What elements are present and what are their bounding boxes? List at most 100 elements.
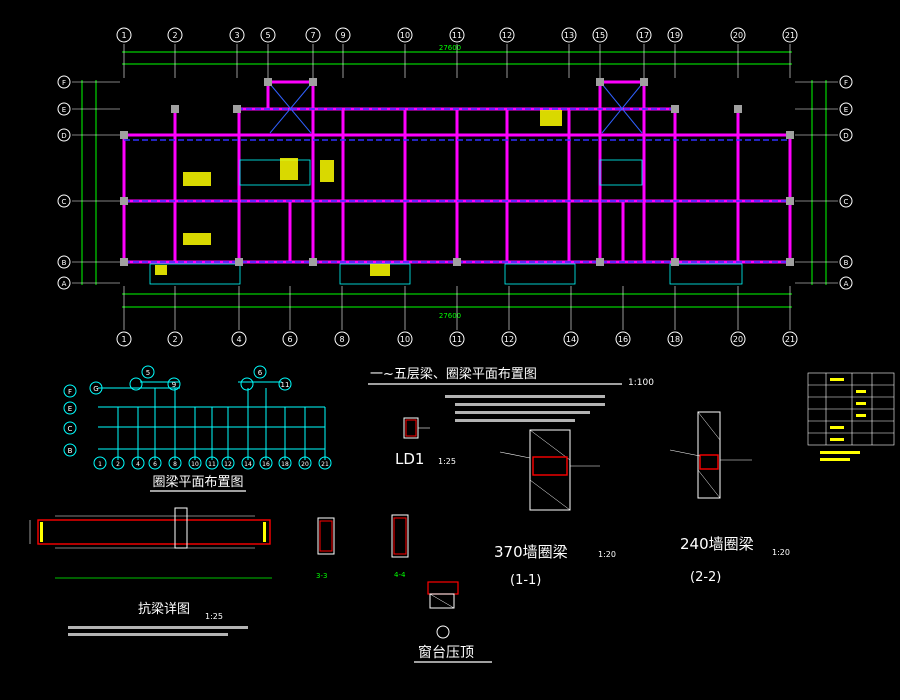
- svg-text:8: 8: [339, 335, 344, 344]
- svg-text:13: 13: [564, 31, 574, 40]
- svg-text:15: 15: [595, 31, 605, 40]
- plan-beam-annotations: [155, 110, 562, 276]
- svg-text:B: B: [62, 259, 67, 267]
- svg-text:20: 20: [733, 335, 743, 344]
- svg-text:5: 5: [265, 31, 270, 40]
- svg-text:1: 1: [121, 31, 126, 40]
- svg-text:E: E: [62, 106, 66, 114]
- svg-text:4: 4: [236, 335, 241, 344]
- svg-text:C: C: [68, 425, 73, 433]
- plan-axis-lines: [72, 44, 838, 330]
- svg-text:B: B: [68, 447, 73, 455]
- svg-text:F: F: [62, 79, 66, 87]
- window-sill-detail: [427, 581, 459, 639]
- section-3-3-label: 3-3: [316, 572, 327, 580]
- svg-text:G: G: [93, 385, 98, 393]
- ld1-scale: 1:25: [438, 457, 456, 466]
- svg-text:20: 20: [301, 461, 309, 468]
- svg-text:10: 10: [191, 461, 199, 468]
- svg-text:8: 8: [173, 461, 177, 468]
- svg-text:14: 14: [566, 335, 576, 344]
- row-axis-labels: F E D C B A F E D C B A: [61, 79, 848, 288]
- svg-text:5: 5: [146, 369, 150, 377]
- svg-text:4: 4: [136, 461, 140, 468]
- svg-text:B: B: [844, 259, 849, 267]
- top-axis-labels: 1 2 3 5 7 9 10 11 12 13 15 17 19 20 21: [121, 31, 795, 40]
- svg-text:11: 11: [208, 461, 216, 468]
- svg-text:14: 14: [244, 461, 252, 468]
- svg-text:11: 11: [281, 381, 290, 389]
- svg-text:9: 9: [172, 381, 176, 389]
- svg-text:11: 11: [452, 335, 462, 344]
- wall370-section: [499, 429, 600, 511]
- svg-text:A: A: [844, 280, 849, 288]
- svg-text:11: 11: [452, 31, 462, 40]
- wall370-title: 370墙圈梁: [494, 543, 568, 561]
- wall240-subtitle: (2-2): [690, 570, 721, 585]
- key-plan-top-bubbles: [129, 365, 292, 391]
- svg-text:3: 3: [234, 31, 239, 40]
- stair-openings: [269, 83, 643, 134]
- plan-columns: [120, 78, 794, 266]
- lintel-notes: [68, 626, 248, 636]
- section-4-4-label: 4-4: [394, 571, 406, 579]
- svg-text:1: 1: [121, 335, 126, 344]
- svg-text:F: F: [844, 79, 848, 87]
- sill-title: 窗台压顶: [418, 644, 474, 661]
- svg-text:18: 18: [670, 335, 680, 344]
- svg-text:E: E: [844, 106, 848, 114]
- lintel-scale: 1:25: [205, 612, 223, 621]
- svg-text:10: 10: [400, 335, 410, 344]
- key-plan-row-bubbles: [63, 381, 103, 457]
- svg-text:9: 9: [340, 31, 345, 40]
- svg-text:21: 21: [785, 335, 795, 344]
- svg-text:A: A: [62, 280, 67, 288]
- svg-text:21: 21: [321, 461, 329, 468]
- svg-text:1: 1: [98, 461, 102, 468]
- wall370-scale: 1:20: [598, 550, 616, 559]
- svg-text:2: 2: [172, 31, 177, 40]
- ld1-section: [403, 417, 430, 439]
- svg-text:C: C: [844, 198, 849, 206]
- svg-text:6: 6: [258, 369, 263, 377]
- table-text-marks: [820, 378, 866, 461]
- svg-text:C: C: [62, 198, 67, 206]
- svg-text:D: D: [61, 132, 66, 140]
- section-3-3: [317, 517, 335, 555]
- main-plan-title: 一~五层梁、圈梁平面布置图: [370, 367, 537, 382]
- wall240-scale: 1:20: [772, 548, 790, 557]
- key-plan-bottom-labels: 1 2 4 6 8 10 11 12 14 16 18 20 21: [98, 461, 329, 468]
- svg-text:F: F: [68, 388, 72, 396]
- key-plan-row-labels: F G E C B: [68, 385, 99, 455]
- svg-text:16: 16: [618, 335, 628, 344]
- section-4-4: [391, 514, 409, 558]
- beam-schedule-table: [807, 372, 895, 446]
- top-total-dimension: 27600: [439, 44, 461, 52]
- svg-text:17: 17: [639, 31, 649, 40]
- bottom-axis-labels: 1 2 4 6 8 10 11 12 14 16 18 20 21: [121, 335, 795, 344]
- svg-text:20: 20: [733, 31, 743, 40]
- bottom-axis-bubbles: [116, 331, 798, 347]
- ld1-title: LD1: [395, 450, 424, 468]
- key-plan-top-labels: 5 9 6 11: [146, 369, 290, 389]
- svg-text:6: 6: [287, 335, 292, 344]
- main-plan-scale: 1:100: [628, 378, 654, 388]
- svg-text:18: 18: [281, 461, 289, 468]
- svg-text:D: D: [843, 132, 848, 140]
- svg-text:7: 7: [310, 31, 315, 40]
- svg-text:19: 19: [670, 31, 680, 40]
- svg-text:2: 2: [116, 461, 120, 468]
- svg-text:16: 16: [262, 461, 270, 468]
- svg-text:12: 12: [504, 335, 514, 344]
- bottom-total-dimension: 27600: [439, 312, 461, 320]
- wall370-subtitle: (1-1): [510, 573, 541, 588]
- lintel-title: 抗梁详图: [138, 602, 190, 617]
- svg-text:E: E: [68, 405, 72, 413]
- svg-text:6: 6: [153, 461, 157, 468]
- key-plan: [98, 381, 326, 460]
- svg-text:21: 21: [785, 31, 795, 40]
- svg-text:12: 12: [502, 31, 512, 40]
- svg-text:12: 12: [224, 461, 232, 468]
